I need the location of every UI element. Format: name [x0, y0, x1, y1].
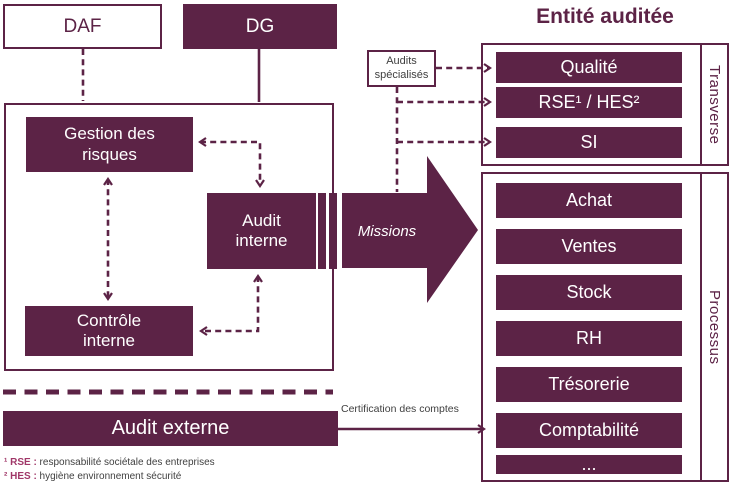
- gestion-risques-box: Gestion des risques: [26, 117, 193, 172]
- footnote-rse: ¹ RSE : responsabilité sociétale des ent…: [4, 456, 324, 470]
- entity-item-rse-hes: RSE¹ / HES²: [496, 87, 682, 118]
- footnote-rse-prefix: ¹ RSE :: [4, 457, 37, 468]
- audit-interne-box: Audit interne: [207, 193, 316, 269]
- transverse-group-label: Transverse: [706, 64, 723, 145]
- footnote-hes-text: hygiène environnement sécurité: [36, 470, 182, 482]
- audit-externe-box: Audit externe: [3, 411, 338, 446]
- gestion-audit-dashed-arrow: [198, 137, 265, 188]
- wall-bar-2: [329, 193, 337, 269]
- entity-item-stock: Stock: [496, 275, 682, 310]
- processus-group-label: Processus: [706, 289, 723, 365]
- footnotes: ¹ RSE : responsabilité sociétale des ent…: [4, 456, 324, 483]
- entite-auditee-title: Entité auditée: [536, 5, 674, 28]
- missions-arrow-shape: [342, 156, 478, 303]
- audits-specialises-box: Audits spécialisés: [367, 50, 436, 87]
- footnote-rse-text: responsabilité sociétale des entreprises: [36, 457, 215, 468]
- footnote-hes-prefix: ² HES :: [4, 470, 37, 482]
- entity-item-ventes: Ventes: [496, 229, 682, 264]
- controle-audit-dashed-arrow: [199, 274, 263, 336]
- entity-item-rh: RH: [496, 321, 682, 356]
- daf-box: DAF: [3, 4, 162, 49]
- controle-interne-box: Contrôle interne: [25, 306, 193, 356]
- entity-item-more: ...: [496, 454, 682, 474]
- entity-item-qualite: Qualité: [496, 52, 682, 83]
- entity-item-tresorerie: Trésorerie: [496, 367, 682, 402]
- dg-box: DG: [183, 4, 337, 49]
- certification-label: Certification des comptes: [341, 403, 459, 415]
- entity-item-si: SI: [496, 127, 682, 158]
- missions-label: Missions: [357, 222, 417, 240]
- entity-item-achat: Achat: [496, 183, 682, 218]
- processus-panel: [481, 172, 729, 482]
- processus-divider: [700, 174, 702, 480]
- transverse-panel: [481, 43, 729, 166]
- footnote-hes: ² HES : hygiène environnement sécurité: [4, 470, 324, 484]
- transverse-divider: [700, 45, 702, 164]
- wall-bar-1: [318, 193, 326, 269]
- entity-item-comptabilite: Comptabilité: [496, 413, 682, 448]
